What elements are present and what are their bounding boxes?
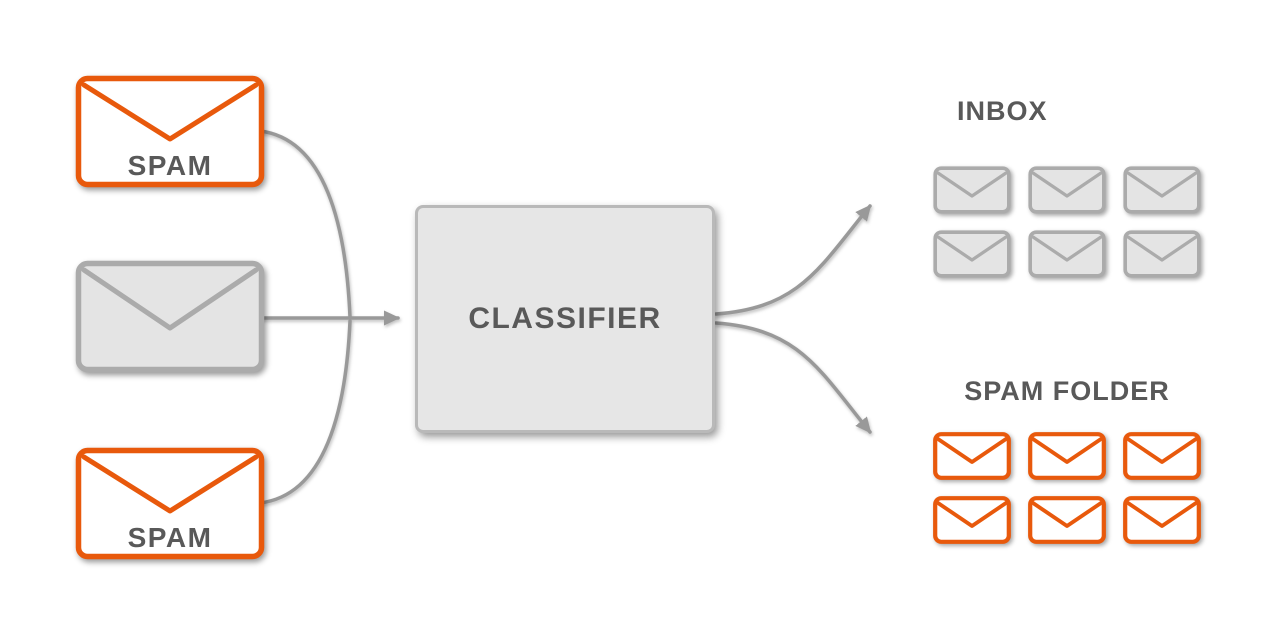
spam-folder-heading: SPAM FOLDER [964,376,1170,406]
classifier-label: CLASSIFIER [468,302,662,335]
spam-envelope-icon [1028,496,1106,544]
spam-envelope-icon [75,75,265,188]
inbox-envelope-grid [933,166,1201,278]
mail-envelope-icon [1123,166,1201,214]
mail-envelope-icon [933,230,1011,278]
connector-to-spam-folder [714,321,872,434]
spam-envelope-icon [1123,496,1201,544]
spam-envelope-icon [933,496,1011,544]
mail-envelope-icon [933,166,1011,214]
spam-envelope-icon [933,432,1011,480]
spam-envelope: SPAM [75,447,265,560]
mail-envelope-icon [1028,166,1106,214]
spam-envelope-icon [1123,432,1201,480]
mail-envelope-icon [1123,230,1201,278]
connector-top-spam [258,129,352,319]
spam-envelope: SPAM [75,75,265,188]
spam-label: SPAM [127,522,213,553]
normal-envelope [75,260,265,373]
mail-envelope-icon [75,260,265,373]
classifier-box: CLASSIFIER [415,205,715,433]
inbox-heading: INBOX [957,96,1048,126]
connector-to-inbox [714,204,872,316]
connector-bottom-spam [258,319,352,505]
mail-envelope-icon [1028,230,1106,278]
spam-envelope-icon [1028,432,1106,480]
spam-folder-envelope-grid [933,432,1201,544]
spam-label: SPAM [127,150,213,181]
